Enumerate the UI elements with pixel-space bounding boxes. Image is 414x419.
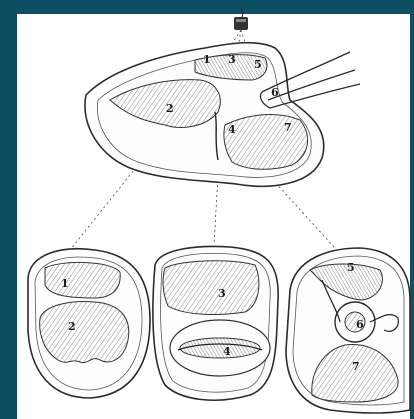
right-label-6: 6 bbox=[356, 318, 364, 331]
top-label-6: 6 bbox=[271, 86, 279, 99]
top-label-2: 2 bbox=[166, 102, 174, 115]
middle-label-4: 4 bbox=[223, 345, 231, 358]
right-label-7: 7 bbox=[352, 360, 360, 373]
left-label-1: 1 bbox=[61, 277, 69, 290]
middle-label-3: 3 bbox=[218, 287, 226, 300]
section-middle bbox=[153, 246, 278, 400]
frame-top bbox=[0, 0, 414, 14]
top-label-3: 3 bbox=[228, 53, 236, 66]
section-left bbox=[28, 249, 150, 398]
top-label-5: 5 bbox=[254, 58, 262, 71]
top-label-7: 7 bbox=[284, 121, 292, 134]
left-label-2: 2 bbox=[68, 320, 76, 333]
top-label-1: 1 bbox=[203, 53, 211, 66]
frame-left bbox=[0, 0, 17, 419]
right-label-5: 5 bbox=[347, 261, 355, 274]
top-label-4: 4 bbox=[228, 123, 236, 136]
